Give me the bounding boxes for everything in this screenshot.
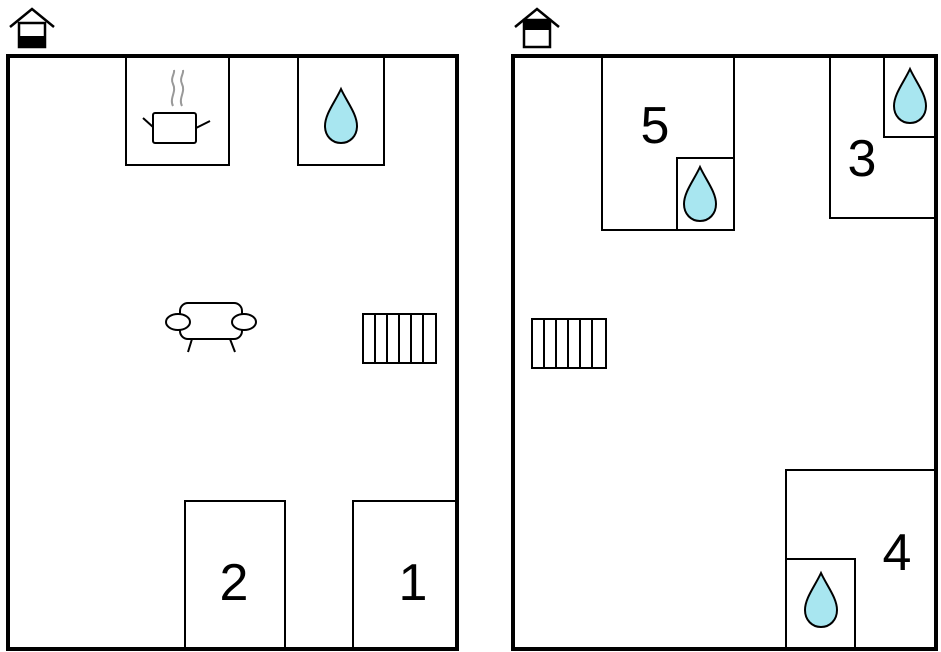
room-bedroom-1: 1: [352, 500, 458, 650]
water-drop-icon: [893, 68, 927, 124]
room-bedroom-3: 3: [829, 55, 937, 219]
stairs-icon: [531, 318, 607, 369]
water-drop-icon: [324, 88, 358, 144]
floor-upper: 5 3 4: [511, 7, 938, 651]
room-number-5: 5: [641, 97, 670, 155]
house-floor-indicator-icon: [514, 7, 560, 49]
room-bedroom-4: 4: [785, 469, 937, 650]
room-number-2: 2: [220, 554, 249, 612]
floor-ground: 2 1: [6, 7, 459, 651]
room-bathroom-5: [676, 157, 735, 231]
room-bathroom-4: [785, 558, 856, 650]
room-bedroom-5: 5: [601, 55, 735, 231]
water-drop-icon: [804, 572, 838, 628]
room-bathroom-3: [883, 55, 937, 138]
room-number-1: 1: [399, 554, 428, 612]
house-floor-indicator-icon: [9, 7, 55, 49]
room-bedroom-2: 2: [184, 500, 286, 650]
room-kitchen: [125, 55, 230, 166]
cooking-pot-icon: [142, 69, 211, 144]
room-bathroom-a: [297, 55, 385, 166]
stairs-icon: [362, 313, 437, 364]
sofa-icon: [165, 302, 257, 353]
room-number-4: 4: [883, 524, 912, 582]
room-number-3: 3: [848, 130, 877, 188]
water-drop-icon: [683, 166, 717, 222]
